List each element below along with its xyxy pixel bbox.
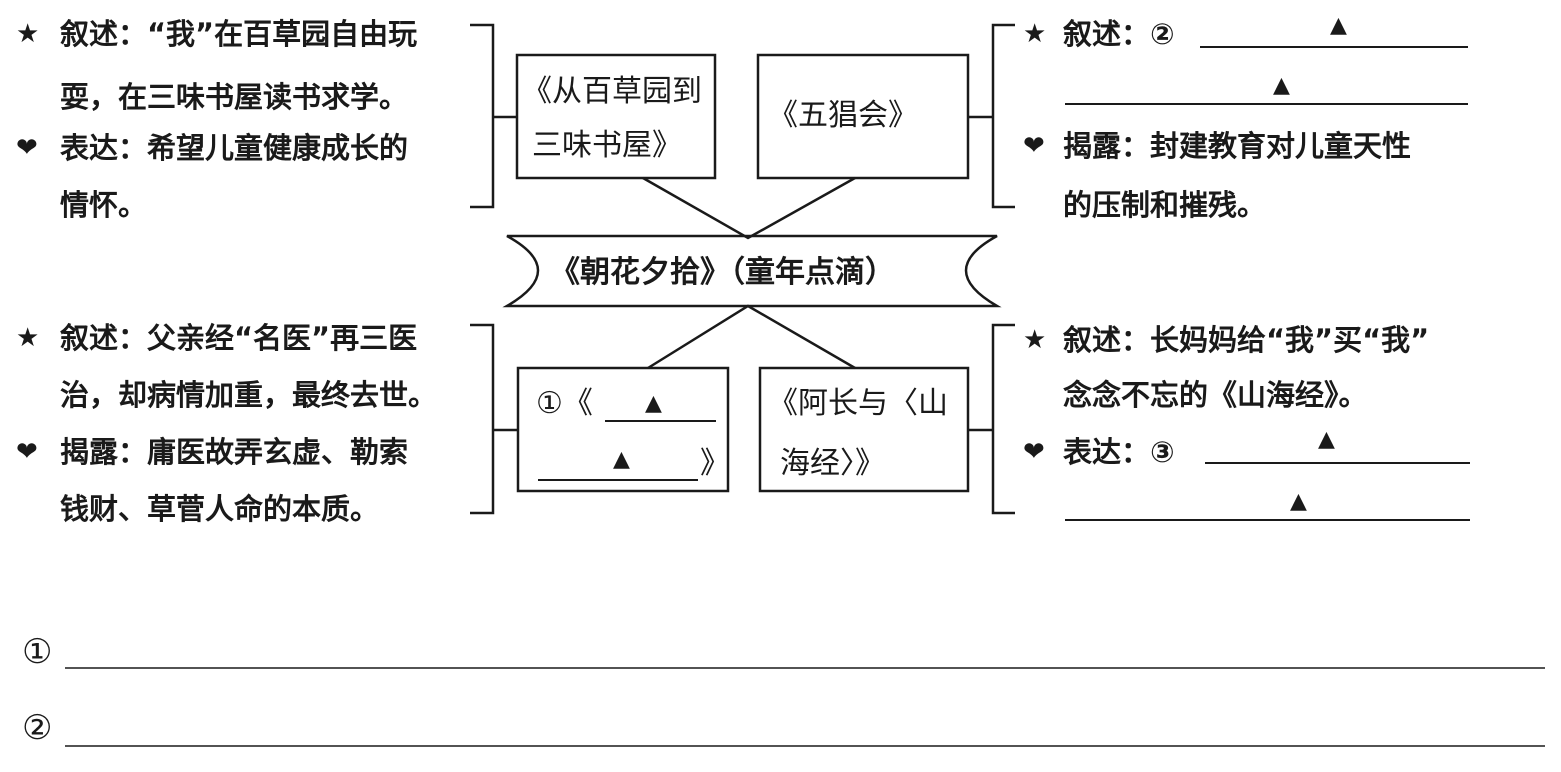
bottom-right-express-label: 表达：③	[1063, 435, 1175, 469]
top-left-narration-1: 叙述：“我”在百草园自由玩	[60, 17, 418, 51]
blank-triangle-icon: ▲	[1330, 13, 1347, 38]
bracket-bottom-right	[968, 323, 1015, 515]
box-top-left-line1: 《从百草园到	[522, 74, 702, 109]
bracket-top-right	[968, 23, 1015, 209]
answer-lines	[65, 667, 1545, 747]
center-banner	[502, 234, 1002, 308]
center-title: 《朝花夕拾》（童年点滴）	[550, 255, 895, 290]
bracket-top-left	[470, 23, 517, 209]
bottom-right-narration-2: 念念不忘的《山海经》。	[1063, 378, 1368, 412]
blank-triangle-icon: ▲	[1318, 427, 1335, 452]
blank-lines	[538, 46, 1470, 521]
bottom-left-reveal-2: 钱财、草菅人命的本质。	[60, 492, 380, 526]
connector-lines	[642, 176, 856, 370]
bracket-bottom-left	[470, 323, 518, 515]
blank-triangle-icon: ▲	[645, 391, 662, 416]
star-icon: ★	[1023, 19, 1047, 49]
top-right-reveal-2: 的压制和摧残。	[1063, 188, 1267, 222]
top-left-express-1: 表达：希望儿童健康成长的	[60, 131, 409, 165]
blank-triangle-icon: ▲	[1273, 73, 1290, 98]
bottom-right-narration-1: 叙述：长妈妈给“我”买“我”	[1063, 323, 1430, 357]
star-icon: ★	[16, 323, 40, 353]
bottom-left-narration-2: 治，却病情加重，最终去世。	[60, 378, 438, 412]
blank-triangle-icon: ▲	[1290, 489, 1307, 514]
star-icon: ★	[16, 19, 40, 49]
answer-1-label: ①	[22, 632, 53, 672]
box-top-left-line2: 三味书屋》	[532, 128, 682, 163]
star-icon: ★	[1023, 325, 1047, 355]
top-right-narration-label: 叙述：②	[1063, 17, 1175, 51]
box-bottom-left-suffix: 》	[700, 446, 730, 481]
box-top-right-line1: 《五猖会》	[768, 98, 918, 133]
answer-2-input[interactable]	[65, 714, 1545, 746]
box-bottom-right-line1: 《阿长与〈山	[768, 386, 948, 421]
heart-icon: ❤	[16, 133, 38, 163]
box-bottom-left-prefix: ①《	[536, 386, 593, 421]
box-bottom-right-line2: 海经〉》	[780, 446, 885, 481]
heart-icon: ❤	[16, 437, 38, 467]
bottom-left-reveal-1: 揭露：庸医故弄玄虚、勒索	[60, 435, 409, 469]
heart-icon: ❤	[1023, 437, 1045, 467]
top-left-narration-2: 耍，在三味书屋读书求学。	[60, 80, 409, 114]
top-left-express-2: 情怀。	[60, 188, 148, 222]
top-right-reveal-1: 揭露：封建教育对儿童天性	[1063, 129, 1412, 163]
answer-2-label: ②	[22, 708, 53, 748]
bottom-left-narration-1: 叙述：父亲经“名医”再三医	[60, 321, 418, 355]
answer-1-input[interactable]	[65, 636, 1545, 668]
heart-icon: ❤	[1023, 131, 1045, 161]
blank-triangle-icon: ▲	[613, 447, 630, 472]
